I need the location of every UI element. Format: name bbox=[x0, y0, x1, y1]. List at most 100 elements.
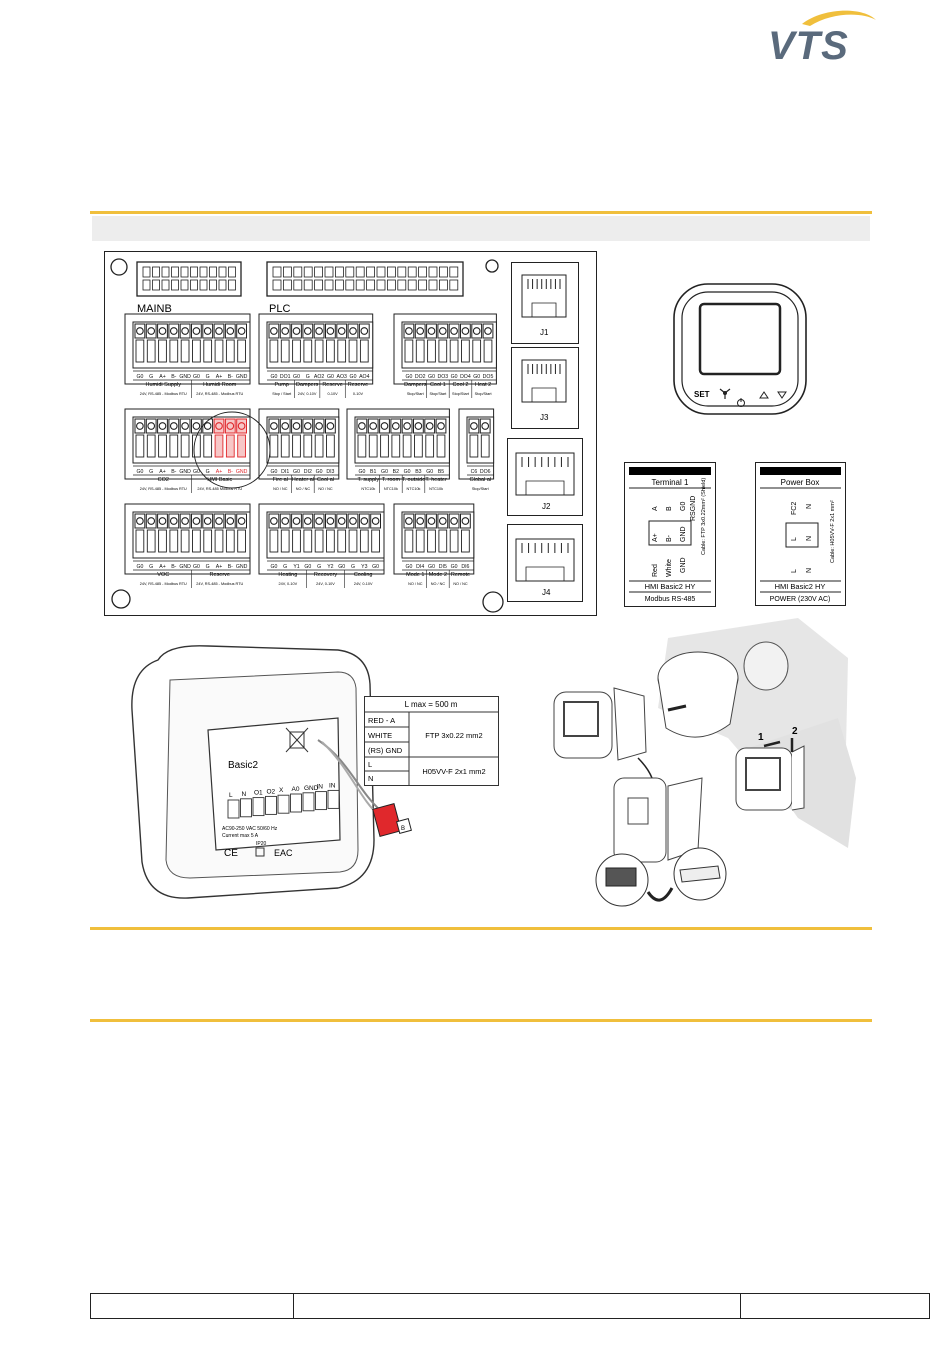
arrow-down-icon[interactable] bbox=[777, 391, 787, 399]
pin-label: G bbox=[283, 564, 287, 570]
rj-port-j3: J3 bbox=[511, 347, 579, 429]
screw-terminal-icon bbox=[470, 422, 478, 430]
screw-terminal-icon bbox=[281, 422, 290, 430]
screw-terminal-icon bbox=[215, 327, 223, 335]
group-note: 24V, 0-10V bbox=[279, 582, 298, 586]
group-note: 24V, RS-485 Modbus RTU bbox=[197, 487, 242, 491]
pin-label: G0 bbox=[270, 469, 277, 475]
red-connector-plug: B bbox=[372, 803, 412, 837]
pb-cable: Cable: H05VV-F 2x1 mm² bbox=[830, 500, 836, 563]
screw-terminal-icon bbox=[416, 327, 425, 335]
pin-label: G bbox=[206, 469, 210, 475]
screw-terminal-icon bbox=[481, 422, 490, 430]
arrow-icon bbox=[667, 704, 687, 712]
screw-terminal-icon bbox=[158, 327, 167, 335]
pin-label: B3 bbox=[415, 469, 421, 475]
screw-terminal-icon bbox=[438, 517, 447, 525]
group-note: 24V, RS-485 - Modbus RTU bbox=[140, 392, 187, 396]
step-number: 1 bbox=[758, 732, 764, 743]
table-cell: FTP 3x0.22 mm2 bbox=[425, 731, 482, 740]
t1-label: Red bbox=[652, 564, 659, 577]
pb-model: HMI Basic2 HY bbox=[775, 582, 826, 591]
screw-terminal-icon bbox=[237, 517, 246, 525]
plug-label: B bbox=[401, 826, 405, 832]
group-note: Stop/Start bbox=[472, 487, 490, 491]
pin-label: G0 bbox=[136, 564, 143, 570]
pin-label: DO2 bbox=[415, 374, 426, 380]
group-label: T. outside bbox=[402, 477, 426, 483]
terminal1-title: Terminal 1 bbox=[652, 478, 689, 487]
group-label: Mode 1 bbox=[406, 572, 424, 578]
group-note: NO / NC bbox=[296, 487, 311, 491]
pin-label: G0 bbox=[426, 469, 433, 475]
power-icon[interactable] bbox=[737, 398, 745, 407]
pin-label: G0 bbox=[136, 469, 143, 475]
group-label: Dampers bbox=[404, 382, 427, 388]
device-spec: AC90-250 VAC 50/60 Hz bbox=[222, 826, 278, 832]
pin-label: G0 bbox=[293, 374, 300, 380]
group-label: T. room bbox=[382, 477, 401, 483]
cable-table: L max = 500 m RED - A WHITE (RS) GND L N… bbox=[364, 696, 499, 786]
screw-terminal-icon bbox=[169, 517, 178, 525]
device-terminal bbox=[302, 792, 315, 812]
pin-label: B1 bbox=[370, 469, 376, 475]
fan-icon[interactable] bbox=[719, 388, 731, 399]
set-button[interactable]: SET bbox=[694, 390, 710, 399]
screw-terminal-icon bbox=[158, 517, 167, 525]
pin-label: C6 bbox=[471, 469, 478, 475]
arrow-up-icon[interactable] bbox=[759, 391, 769, 399]
pin-label: G0 bbox=[270, 374, 277, 380]
group-label: Cool al bbox=[317, 477, 334, 483]
screw-terminal-icon bbox=[147, 517, 156, 525]
group-note: 0-10V bbox=[353, 392, 364, 396]
pin-label: DI1 bbox=[281, 469, 289, 475]
screw-terminal-icon bbox=[391, 422, 400, 430]
terminal-label: X bbox=[279, 787, 284, 794]
pb-label: N bbox=[806, 504, 813, 509]
step-number: 2 bbox=[792, 726, 798, 737]
pin-label: G0 bbox=[473, 374, 480, 380]
screw-terminal-icon bbox=[215, 422, 223, 430]
terminal1-diagram: Terminal 1 A B G0 RSGND A+ B- GND Red Wh… bbox=[624, 462, 716, 607]
table-cell: L bbox=[368, 760, 372, 769]
t1-label: RSGND bbox=[690, 496, 697, 521]
pin-label: DO4 bbox=[460, 374, 471, 380]
screw-terminal-icon bbox=[270, 327, 278, 335]
pin-label: DI4 bbox=[416, 564, 424, 570]
table-cell: H05VV-F 2x1 mm2 bbox=[422, 767, 485, 776]
screw-terminal-icon bbox=[215, 517, 223, 525]
footer-cell bbox=[741, 1294, 929, 1318]
mount-hole bbox=[485, 259, 499, 273]
pin-label: DO3 bbox=[437, 374, 448, 380]
hmi-panel-front: SET bbox=[672, 282, 808, 416]
pin-label: B2 bbox=[393, 469, 399, 475]
pin-label: G0 bbox=[451, 374, 458, 380]
pin-label: GND bbox=[236, 564, 248, 570]
screw-terminal-icon bbox=[371, 517, 380, 525]
ip-rating: IP20 bbox=[256, 841, 267, 847]
group-label: Humidi Room bbox=[203, 382, 237, 388]
pin-label: GND bbox=[179, 374, 191, 380]
screw-terminal-icon bbox=[136, 422, 144, 430]
pin-label: DI3 bbox=[326, 469, 334, 475]
screw-terminal-icon bbox=[427, 517, 436, 525]
group-note: 24V, RS-485 - Modbus RTU bbox=[196, 392, 243, 396]
screw-terminal-icon bbox=[315, 327, 323, 335]
group-label: Mode 2 bbox=[429, 572, 447, 578]
screw-terminal-icon bbox=[450, 517, 458, 525]
group-note: NO / NC bbox=[408, 582, 423, 586]
pin-label: G0 bbox=[372, 564, 379, 570]
screw-terminal-icon bbox=[360, 327, 369, 335]
screw-terminal-icon bbox=[461, 517, 470, 525]
pb-label: L bbox=[791, 569, 798, 573]
pin-label: A+ bbox=[216, 564, 223, 570]
pin-label: A+ bbox=[159, 564, 166, 570]
group-note: Stop/Start bbox=[452, 392, 470, 396]
panel-open-icon bbox=[613, 777, 703, 863]
pin-label: G0 bbox=[136, 374, 143, 380]
group-note: Stop/Start bbox=[429, 392, 447, 396]
pin-label: G0 bbox=[404, 469, 411, 475]
double-insulation-icon bbox=[255, 847, 265, 857]
